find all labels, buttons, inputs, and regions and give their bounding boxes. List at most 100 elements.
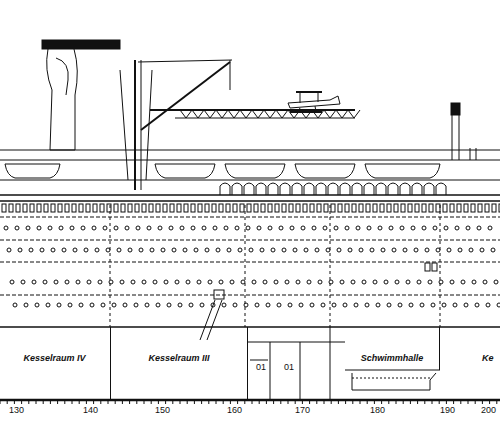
- frame-number: 200: [480, 405, 497, 415]
- window: [37, 204, 41, 212]
- porthole: [183, 248, 187, 252]
- porthole: [494, 280, 498, 284]
- window: [51, 204, 55, 212]
- window: [247, 204, 251, 212]
- frame-tick: [136, 400, 137, 404]
- frame-tick: [381, 400, 382, 404]
- window: [135, 204, 139, 212]
- porthole: [389, 226, 393, 230]
- frame-tick: [223, 400, 224, 404]
- porthole: [323, 226, 327, 230]
- window: [457, 204, 461, 212]
- frame-tick: [57, 400, 58, 404]
- lifeboat: [365, 164, 440, 178]
- truss-strut: [210, 110, 216, 118]
- porthole: [208, 280, 212, 284]
- porthole: [266, 303, 270, 307]
- porthole: [222, 303, 226, 307]
- porthole: [417, 280, 421, 284]
- porthole: [268, 226, 272, 230]
- porthole: [425, 248, 429, 252]
- porthole: [466, 226, 470, 230]
- porthole: [194, 248, 198, 252]
- porthole: [255, 303, 259, 307]
- porthole: [153, 280, 157, 284]
- porthole: [7, 248, 11, 252]
- frame-tick: [172, 400, 173, 404]
- porthole: [381, 248, 385, 252]
- porthole: [191, 226, 195, 230]
- porthole: [409, 303, 413, 307]
- frame-tick: [158, 400, 159, 404]
- porthole: [40, 248, 44, 252]
- porthole: [455, 226, 459, 230]
- porthole: [62, 248, 66, 252]
- frame-tick: [324, 400, 325, 404]
- frame-tick: [424, 400, 425, 404]
- porthole: [230, 280, 234, 284]
- truss-strut: [246, 110, 252, 118]
- window: [268, 204, 272, 212]
- porthole: [337, 248, 341, 252]
- window: [499, 204, 500, 212]
- porthole: [68, 303, 72, 307]
- porthole: [238, 248, 242, 252]
- window: [478, 204, 482, 212]
- lifeboat: [155, 164, 215, 178]
- frame-tick: [43, 400, 44, 404]
- arch: [304, 183, 314, 195]
- arch: [280, 183, 290, 195]
- window: [261, 204, 265, 212]
- frame-tick: [100, 400, 101, 404]
- window: [296, 204, 300, 212]
- lifeboat: [5, 164, 60, 178]
- window: [429, 204, 433, 212]
- frame-tick: [345, 400, 346, 404]
- frame-tick: [468, 400, 469, 404]
- window: [44, 204, 48, 212]
- porthole: [345, 226, 349, 230]
- frame-tick: [432, 400, 433, 404]
- porthole: [241, 280, 245, 284]
- porthole: [293, 248, 297, 252]
- window: [408, 204, 412, 212]
- frame-tick: [0, 400, 1, 404]
- porthole: [450, 280, 454, 284]
- truss-strut: [342, 110, 348, 118]
- compartment-box: Ke: [440, 327, 500, 400]
- arch: [268, 183, 278, 195]
- porthole: [483, 280, 487, 284]
- truss-strut: [204, 110, 210, 118]
- porthole: [477, 226, 481, 230]
- porthole: [21, 280, 25, 284]
- arch: [316, 183, 326, 195]
- truss-strut: [234, 110, 240, 118]
- frame-number: 190: [439, 405, 456, 415]
- arch: [292, 183, 302, 195]
- porthole: [414, 248, 418, 252]
- porthole: [227, 248, 231, 252]
- porthole: [340, 280, 344, 284]
- porthole: [197, 280, 201, 284]
- truss-strut: [264, 110, 270, 118]
- porthole: [48, 226, 52, 230]
- porthole: [403, 248, 407, 252]
- window: [233, 204, 237, 212]
- window: [331, 204, 335, 212]
- window: [226, 204, 230, 212]
- porthole: [235, 226, 239, 230]
- compartment-name: Schwimmhalle: [359, 353, 426, 363]
- porthole: [378, 226, 382, 230]
- porthole: [351, 280, 355, 284]
- porthole: [488, 226, 492, 230]
- porthole: [51, 248, 55, 252]
- frame-tick: [14, 400, 15, 404]
- frame-tick: [252, 400, 253, 404]
- porthole: [150, 248, 154, 252]
- frame-tick: [309, 400, 310, 404]
- porthole: [10, 280, 14, 284]
- frame-tick: [230, 400, 231, 404]
- frame-tick: [50, 400, 51, 404]
- truss-strut: [330, 110, 336, 118]
- frame-tick: [302, 400, 303, 404]
